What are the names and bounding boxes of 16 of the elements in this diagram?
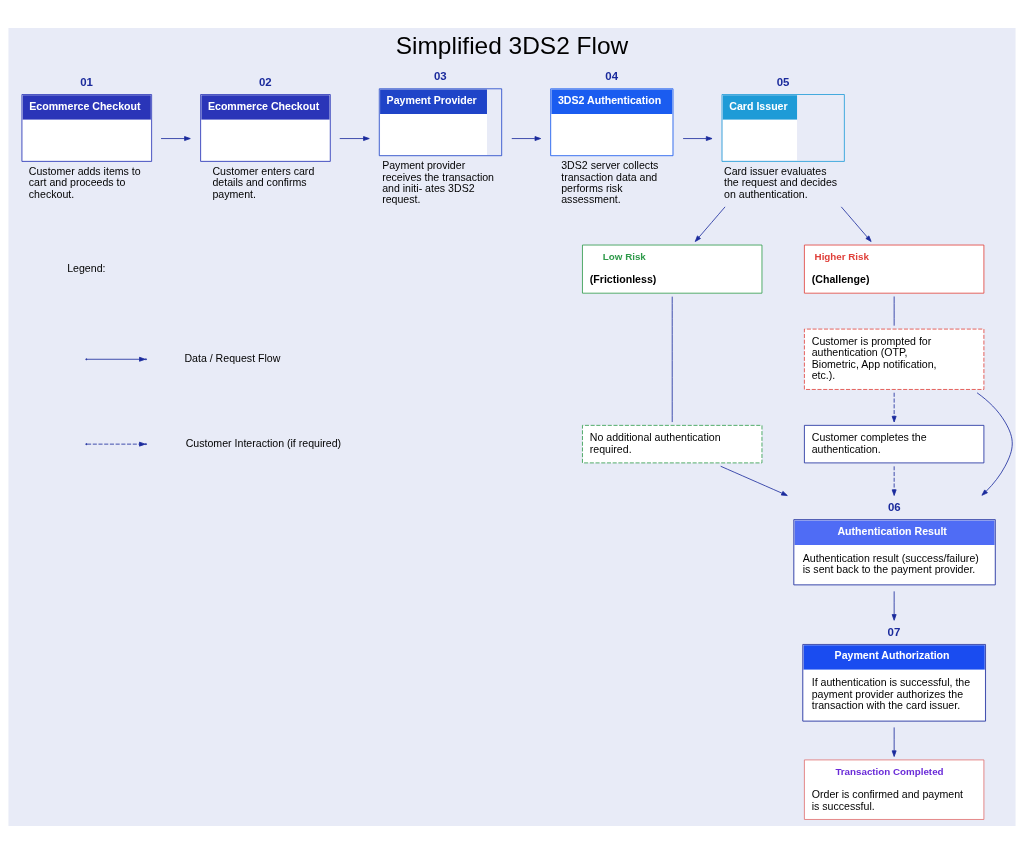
node-label: Customer enters card details and confirms payment. bbox=[212, 164, 315, 200]
node-label: Payment provider receives the transaction and initi- ates 3DS2 request. bbox=[382, 158, 495, 205]
diagram-title: Simplified 3DS2 Flow bbox=[395, 31, 629, 59]
legend-label: Data / Request Flow bbox=[184, 351, 281, 364]
node-label: 07 bbox=[887, 625, 901, 638]
node-label: 06 bbox=[888, 500, 901, 513]
node-label: 04 bbox=[605, 69, 618, 82]
node-label: 3DS2 server collects transaction data and performs risk assessment. bbox=[561, 158, 659, 205]
node-label: 05 bbox=[776, 75, 790, 88]
node-label: Customer adds items to cart and proceeds to checkout. bbox=[28, 164, 141, 200]
legend-label: Customer Interaction (if required) bbox=[185, 436, 342, 449]
node-label: 01 bbox=[80, 75, 93, 88]
node-label: 02 bbox=[258, 75, 272, 88]
node-label: 03 bbox=[433, 69, 447, 82]
node-label: Card issuer evaluates the request and decides on authentication. bbox=[724, 164, 838, 200]
label: Legend: bbox=[67, 261, 106, 274]
